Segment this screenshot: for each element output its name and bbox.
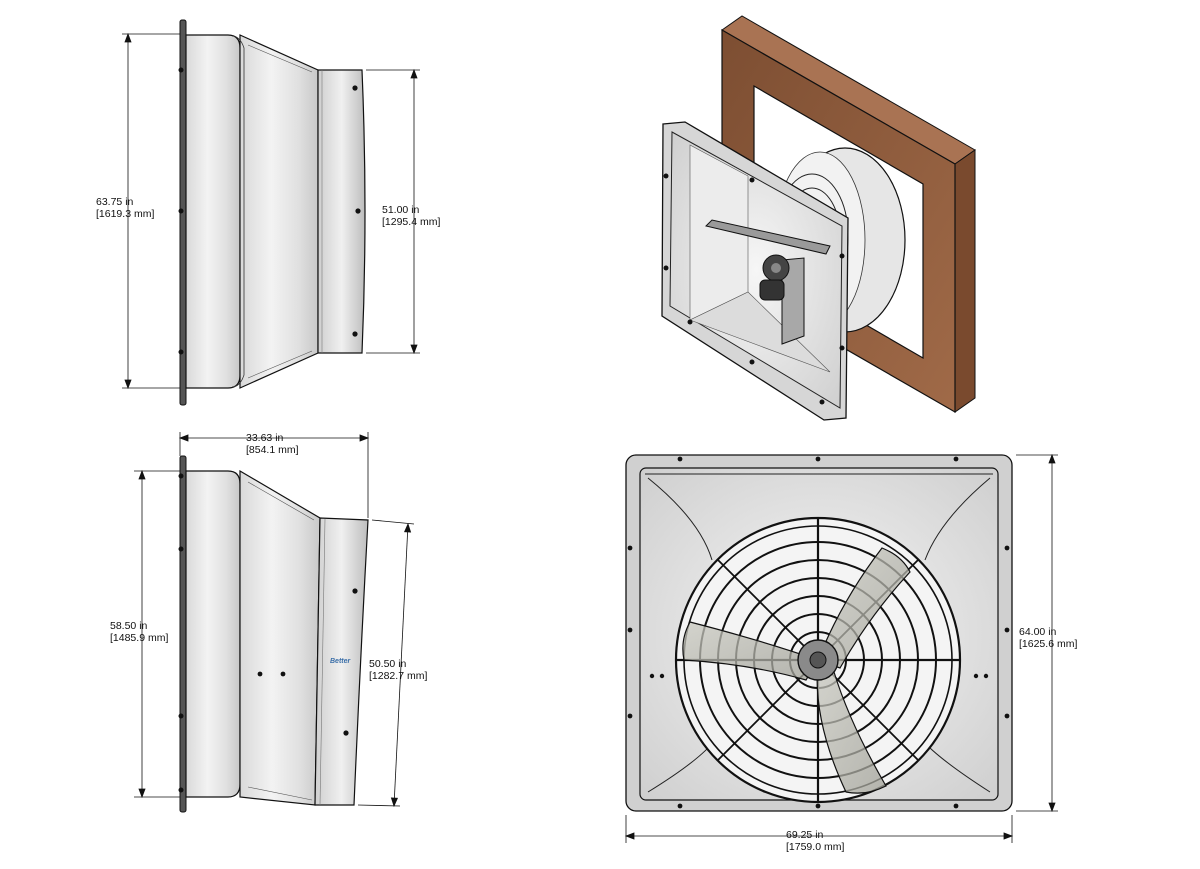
- housing-body: [185, 470, 241, 798]
- dim-height-top: [122, 32, 180, 390]
- dim-label-height-bottom: 58.50 in[1485.9 mm]: [110, 620, 169, 644]
- housing-body: [185, 34, 241, 389]
- side-view-top: [122, 19, 420, 406]
- dim-label-front-height: 64.00 in[1625.6 mm]: [1019, 626, 1078, 650]
- dim-front-height: [1016, 453, 1058, 813]
- dim-outlet-bottom: [357, 519, 415, 808]
- dim-front-width: [624, 815, 1014, 843]
- dim-label-depth: 33.63 in[854.1 mm]: [246, 432, 299, 456]
- side-view-bottom: Better: [134, 432, 415, 813]
- brand-logo: Better: [330, 658, 352, 665]
- fan-blades: [682, 547, 911, 794]
- front-view: [624, 453, 1058, 843]
- dim-depth: [178, 432, 370, 518]
- housing-cone: [239, 469, 321, 806]
- outlet-ring: [317, 69, 366, 354]
- motor: [759, 279, 785, 301]
- mounting-flange: [179, 455, 187, 813]
- dim-label-height-top: 63.75 in[1619.3 mm]: [96, 196, 155, 220]
- dim-label-outlet-bottom: 50.50 in[1282.7 mm]: [369, 658, 428, 682]
- dim-label-outlet-top: 51.00 in[1295.4 mm]: [382, 204, 441, 228]
- isometric-view: [661, 15, 976, 421]
- dim-height-bottom: [134, 469, 180, 799]
- dim-label-front-width: 69.25 in[1759.0 mm]: [786, 829, 845, 853]
- dim-outlet-top: [366, 68, 420, 355]
- housing-cone: [239, 34, 319, 389]
